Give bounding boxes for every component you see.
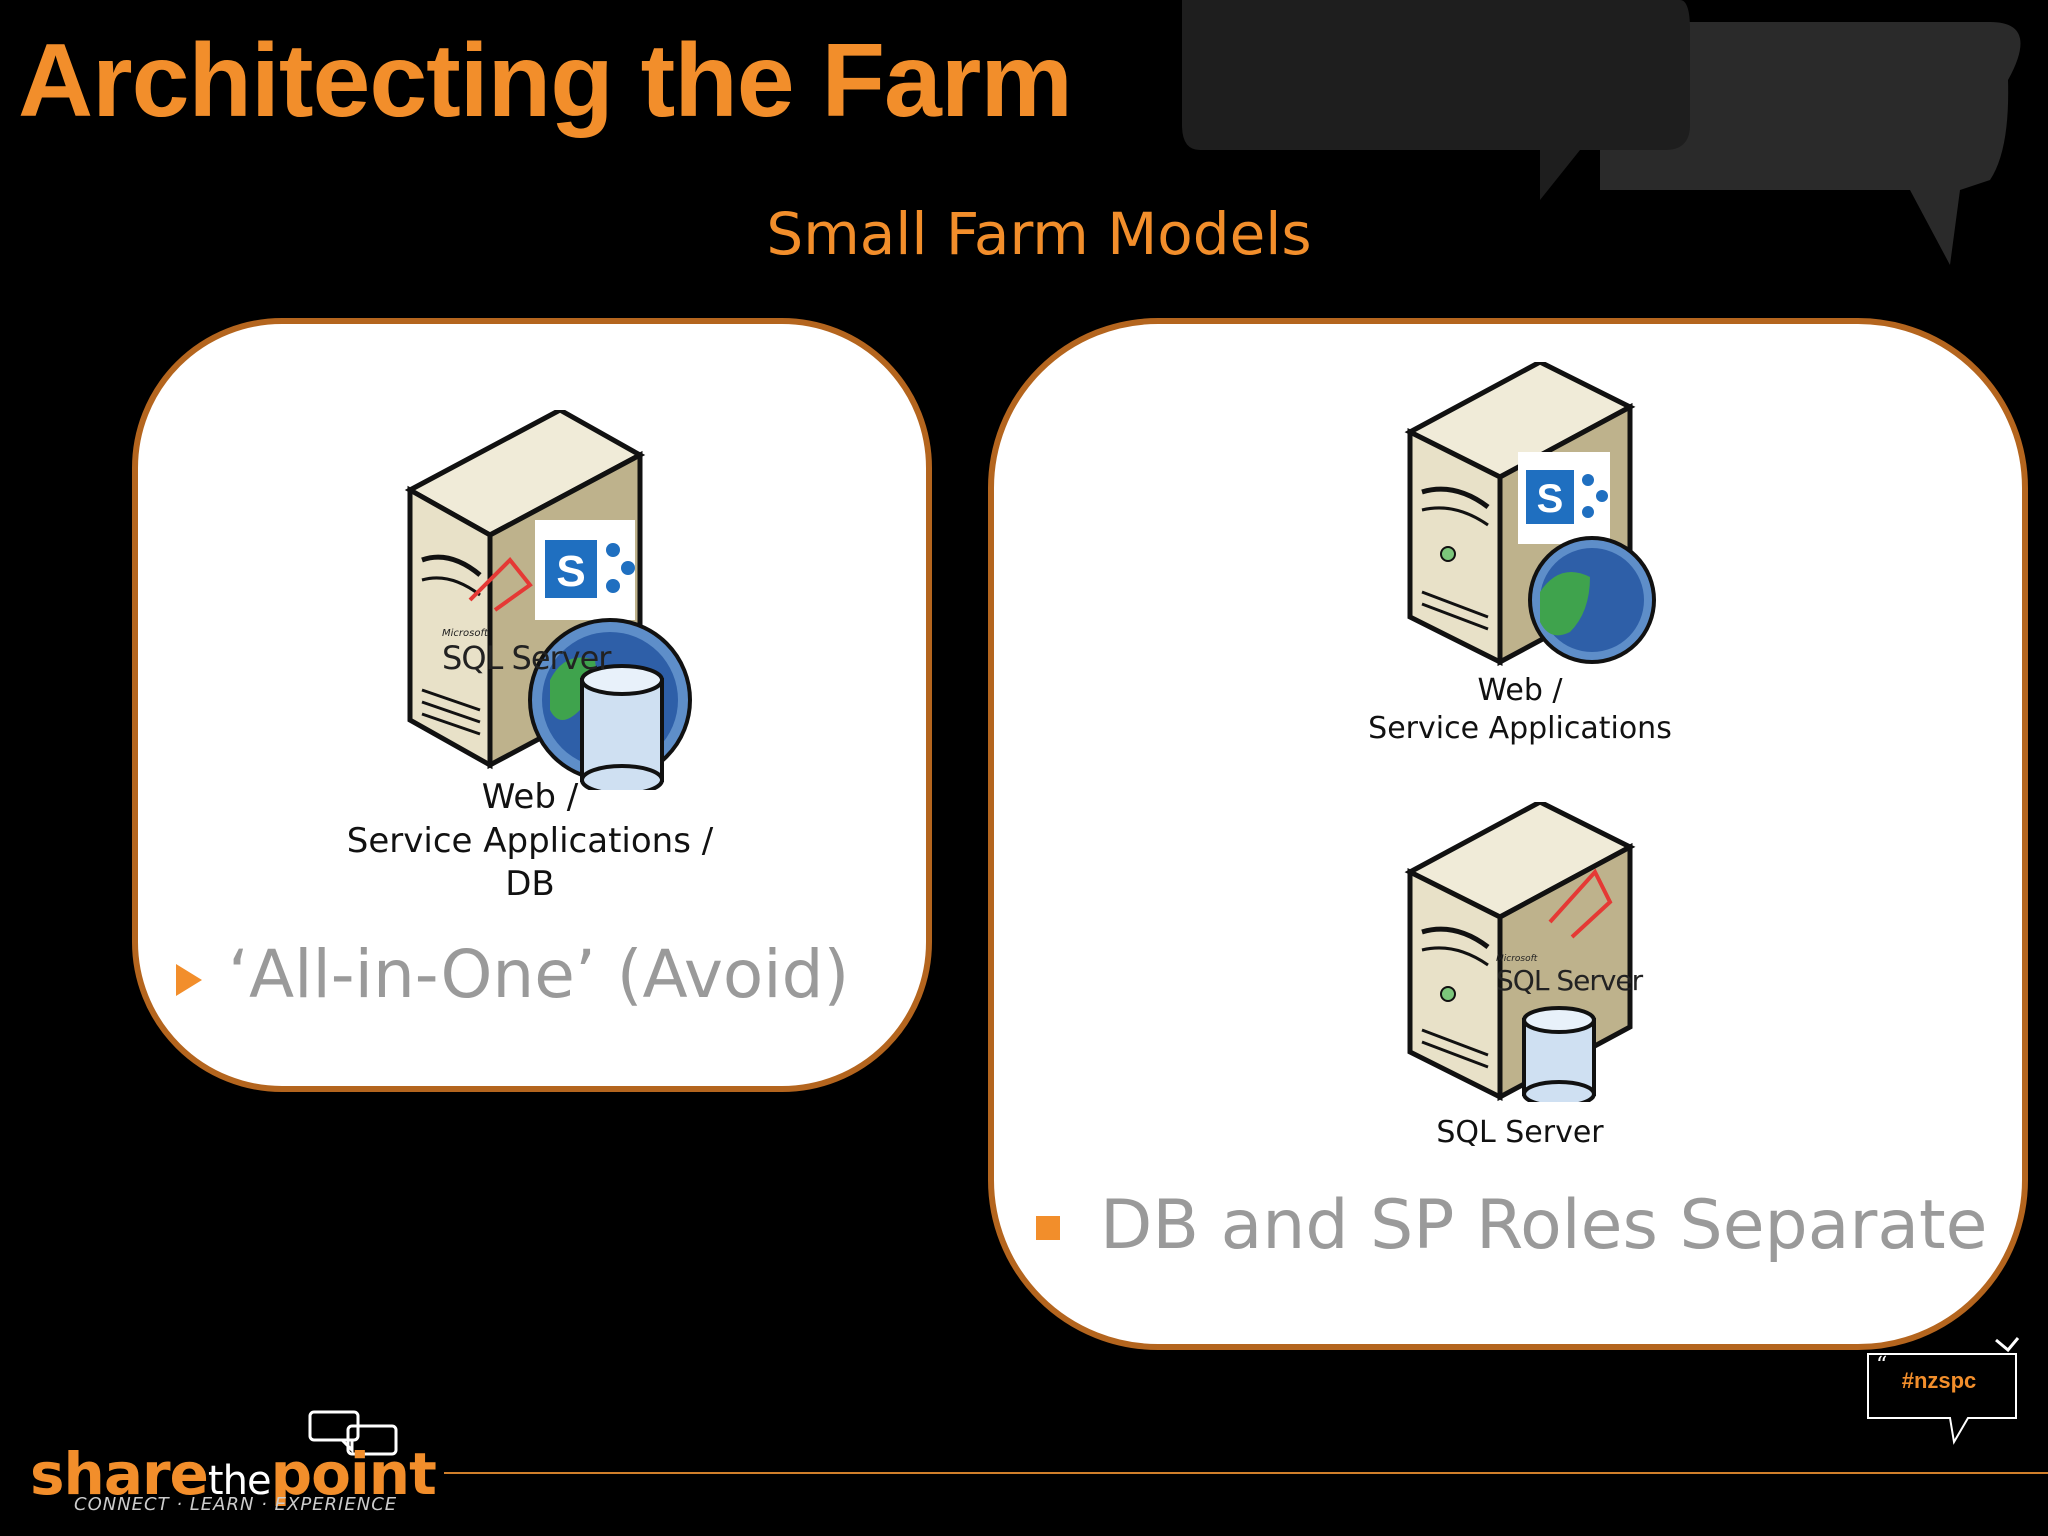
- slide-subtitle: Small Farm Models: [766, 200, 1312, 268]
- footer-divider: [444, 1472, 2048, 1474]
- triangle-bullet-icon: [176, 964, 202, 996]
- web-server-caption: Web / Service Applications: [1320, 672, 1720, 749]
- web-server-icon: S: [1404, 362, 1656, 667]
- caption-line: Service Applications: [1368, 711, 1672, 747]
- caption-line: DB: [505, 864, 555, 905]
- svg-text:S: S: [1537, 477, 1564, 521]
- sharethepoint-logo: sharethepoint: [30, 1440, 437, 1508]
- sql-server-badge: Microsoft SQL Server: [1496, 954, 1643, 997]
- caption-line: Web /: [481, 777, 579, 817]
- square-bullet-icon: [1036, 1216, 1060, 1240]
- caption-line: Service Applications /: [346, 820, 714, 861]
- caption-line: Web /: [1477, 673, 1563, 708]
- speech-bubbles-icon: [1182, 0, 2021, 265]
- all-in-one-server-icon: S: [404, 410, 692, 790]
- all-in-one-sql-badge: Microsoft SQL Server: [442, 628, 611, 677]
- logo-tagline: CONNECT · LEARN · EXPERIENCE: [74, 1494, 398, 1515]
- hashtag-speech-bubble-icon: “: [1867, 1337, 2020, 1445]
- nzspc-hashtag: #nzspc: [1901, 1368, 1977, 1393]
- slide-title: Architecting the Farm: [18, 23, 1073, 139]
- sql-server-icon: [1404, 802, 1636, 1102]
- svg-text:S: S: [556, 547, 585, 596]
- all-in-one-bullet: ‘All-in-One’ (Avoid): [228, 936, 850, 1013]
- sql-server-caption: SQL Server: [1436, 1115, 1604, 1150]
- all-in-one-caption: Web / Service Applications / DB: [300, 776, 760, 907]
- separate-roles-bullet: DB and SP Roles Separate: [1100, 1186, 1988, 1265]
- logo-speech-bubbles-icon: [308, 1410, 398, 1456]
- svg-text:“: “: [1876, 1353, 1887, 1378]
